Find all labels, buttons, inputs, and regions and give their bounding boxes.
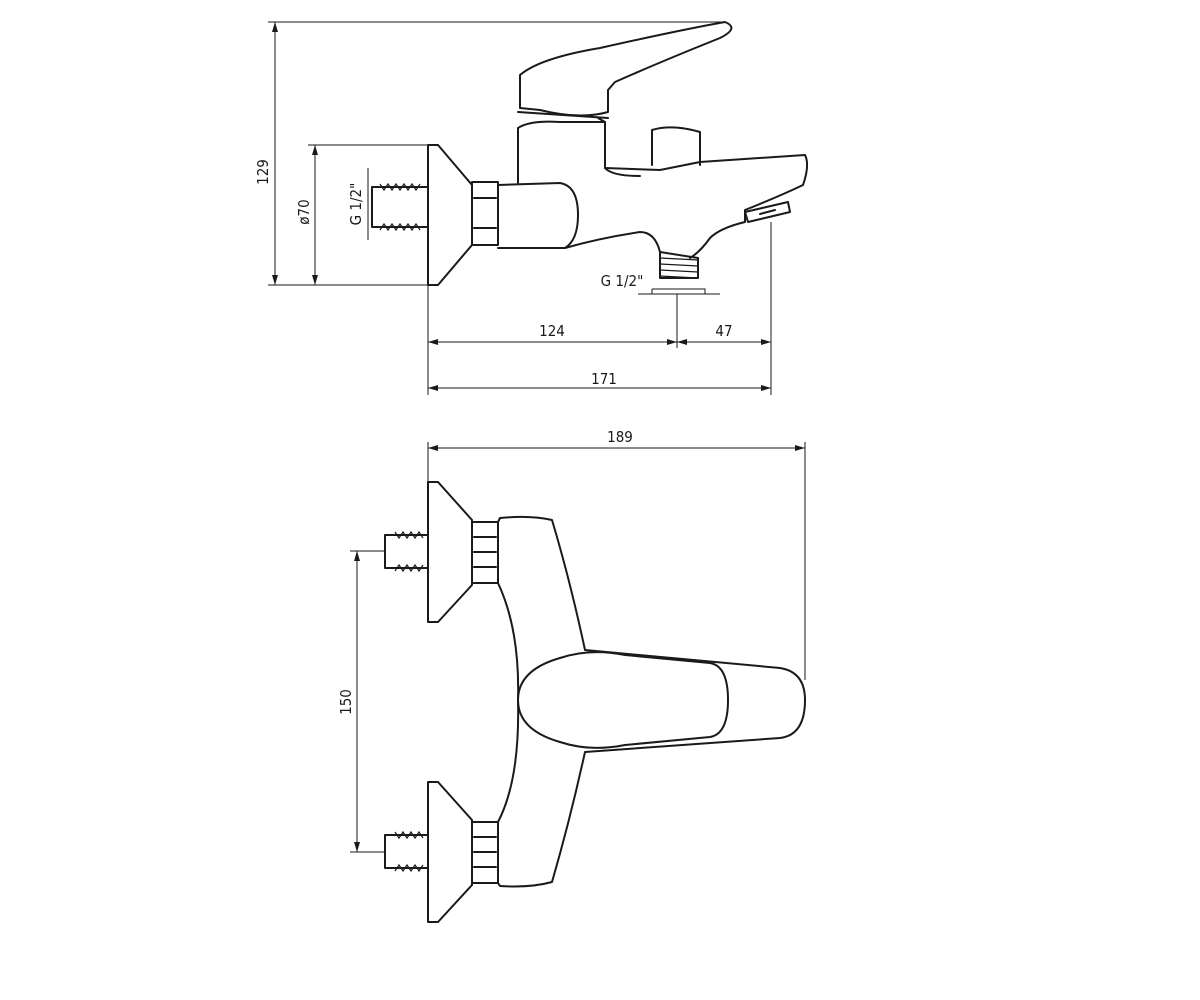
top-lever <box>517 651 729 749</box>
top-inlet-lower-thread <box>394 830 424 873</box>
top-hex-nut-upper <box>471 521 499 584</box>
side-inlet-thread <box>371 186 429 228</box>
dim-129-label: 129 <box>254 159 272 185</box>
side-shower-outlet-thread <box>659 257 699 279</box>
dim-124-arrow-right <box>667 339 677 345</box>
dim-129-line <box>268 21 725 286</box>
dim-171-label: 171 <box>591 370 617 388</box>
side-lever <box>519 21 733 117</box>
dim-189-label: 189 <box>607 428 633 446</box>
side-shower-outlet-base <box>638 288 720 295</box>
dim-189-arrow-right <box>795 445 805 451</box>
dim-extension-lines <box>427 222 772 395</box>
dim-171-arrow-left <box>428 385 438 391</box>
dim-124-label: 124 <box>539 322 565 340</box>
side-spout <box>604 154 809 259</box>
top-rosette-lower <box>427 781 473 923</box>
top-body <box>497 515 806 888</box>
dim-129-arrow-bottom <box>272 275 278 285</box>
side-spout-aerator <box>744 201 791 223</box>
dim-124-arrow-left <box>428 339 438 345</box>
dim-70-label: ø70 <box>295 199 313 224</box>
dim-150-arrow-top <box>354 551 360 561</box>
side-lever-joint <box>517 111 609 123</box>
dim-189-line <box>427 442 806 680</box>
dim-150-line <box>350 550 385 853</box>
side-view-dimensions: 129 ø70 G 1/2" G 1/2" 124 47 171 <box>254 21 772 395</box>
dim-70-arrow-bottom <box>312 275 318 285</box>
side-hex-nut <box>471 181 499 246</box>
side-body <box>497 182 579 249</box>
side-inlet-thread-teeth <box>379 182 421 232</box>
top-view <box>384 481 806 923</box>
dim-47-label: 47 <box>715 322 732 340</box>
top-inlet-upper <box>384 534 429 569</box>
side-diverter-knob <box>651 126 701 166</box>
dim-inlet-thread-label: G 1/2" <box>347 183 365 226</box>
dim-150-arrow-bottom <box>354 842 360 852</box>
dim-129-arrow-top <box>272 22 278 32</box>
dim-47-arrow-right <box>761 339 771 345</box>
top-hex-nut-lower <box>471 821 499 884</box>
dim-47-arrow-left <box>677 339 687 345</box>
dim-150-label: 150 <box>337 689 355 715</box>
dim-189-arrow-left <box>428 445 438 451</box>
side-cartridge <box>517 120 641 184</box>
top-view-dimensions: 189 150 <box>337 428 806 853</box>
dim-70-arrow-top <box>312 145 318 155</box>
top-inlet-upper-thread <box>394 530 424 573</box>
dim-171-arrow-right <box>761 385 771 391</box>
dim-outlet-thread-label: G 1/2" <box>601 272 644 290</box>
dim-70-line <box>308 144 428 285</box>
top-inlet-lower <box>384 834 429 869</box>
side-view <box>371 21 809 295</box>
side-body-lower <box>564 231 661 253</box>
top-rosette-upper <box>427 481 473 623</box>
side-rosette <box>427 144 473 286</box>
